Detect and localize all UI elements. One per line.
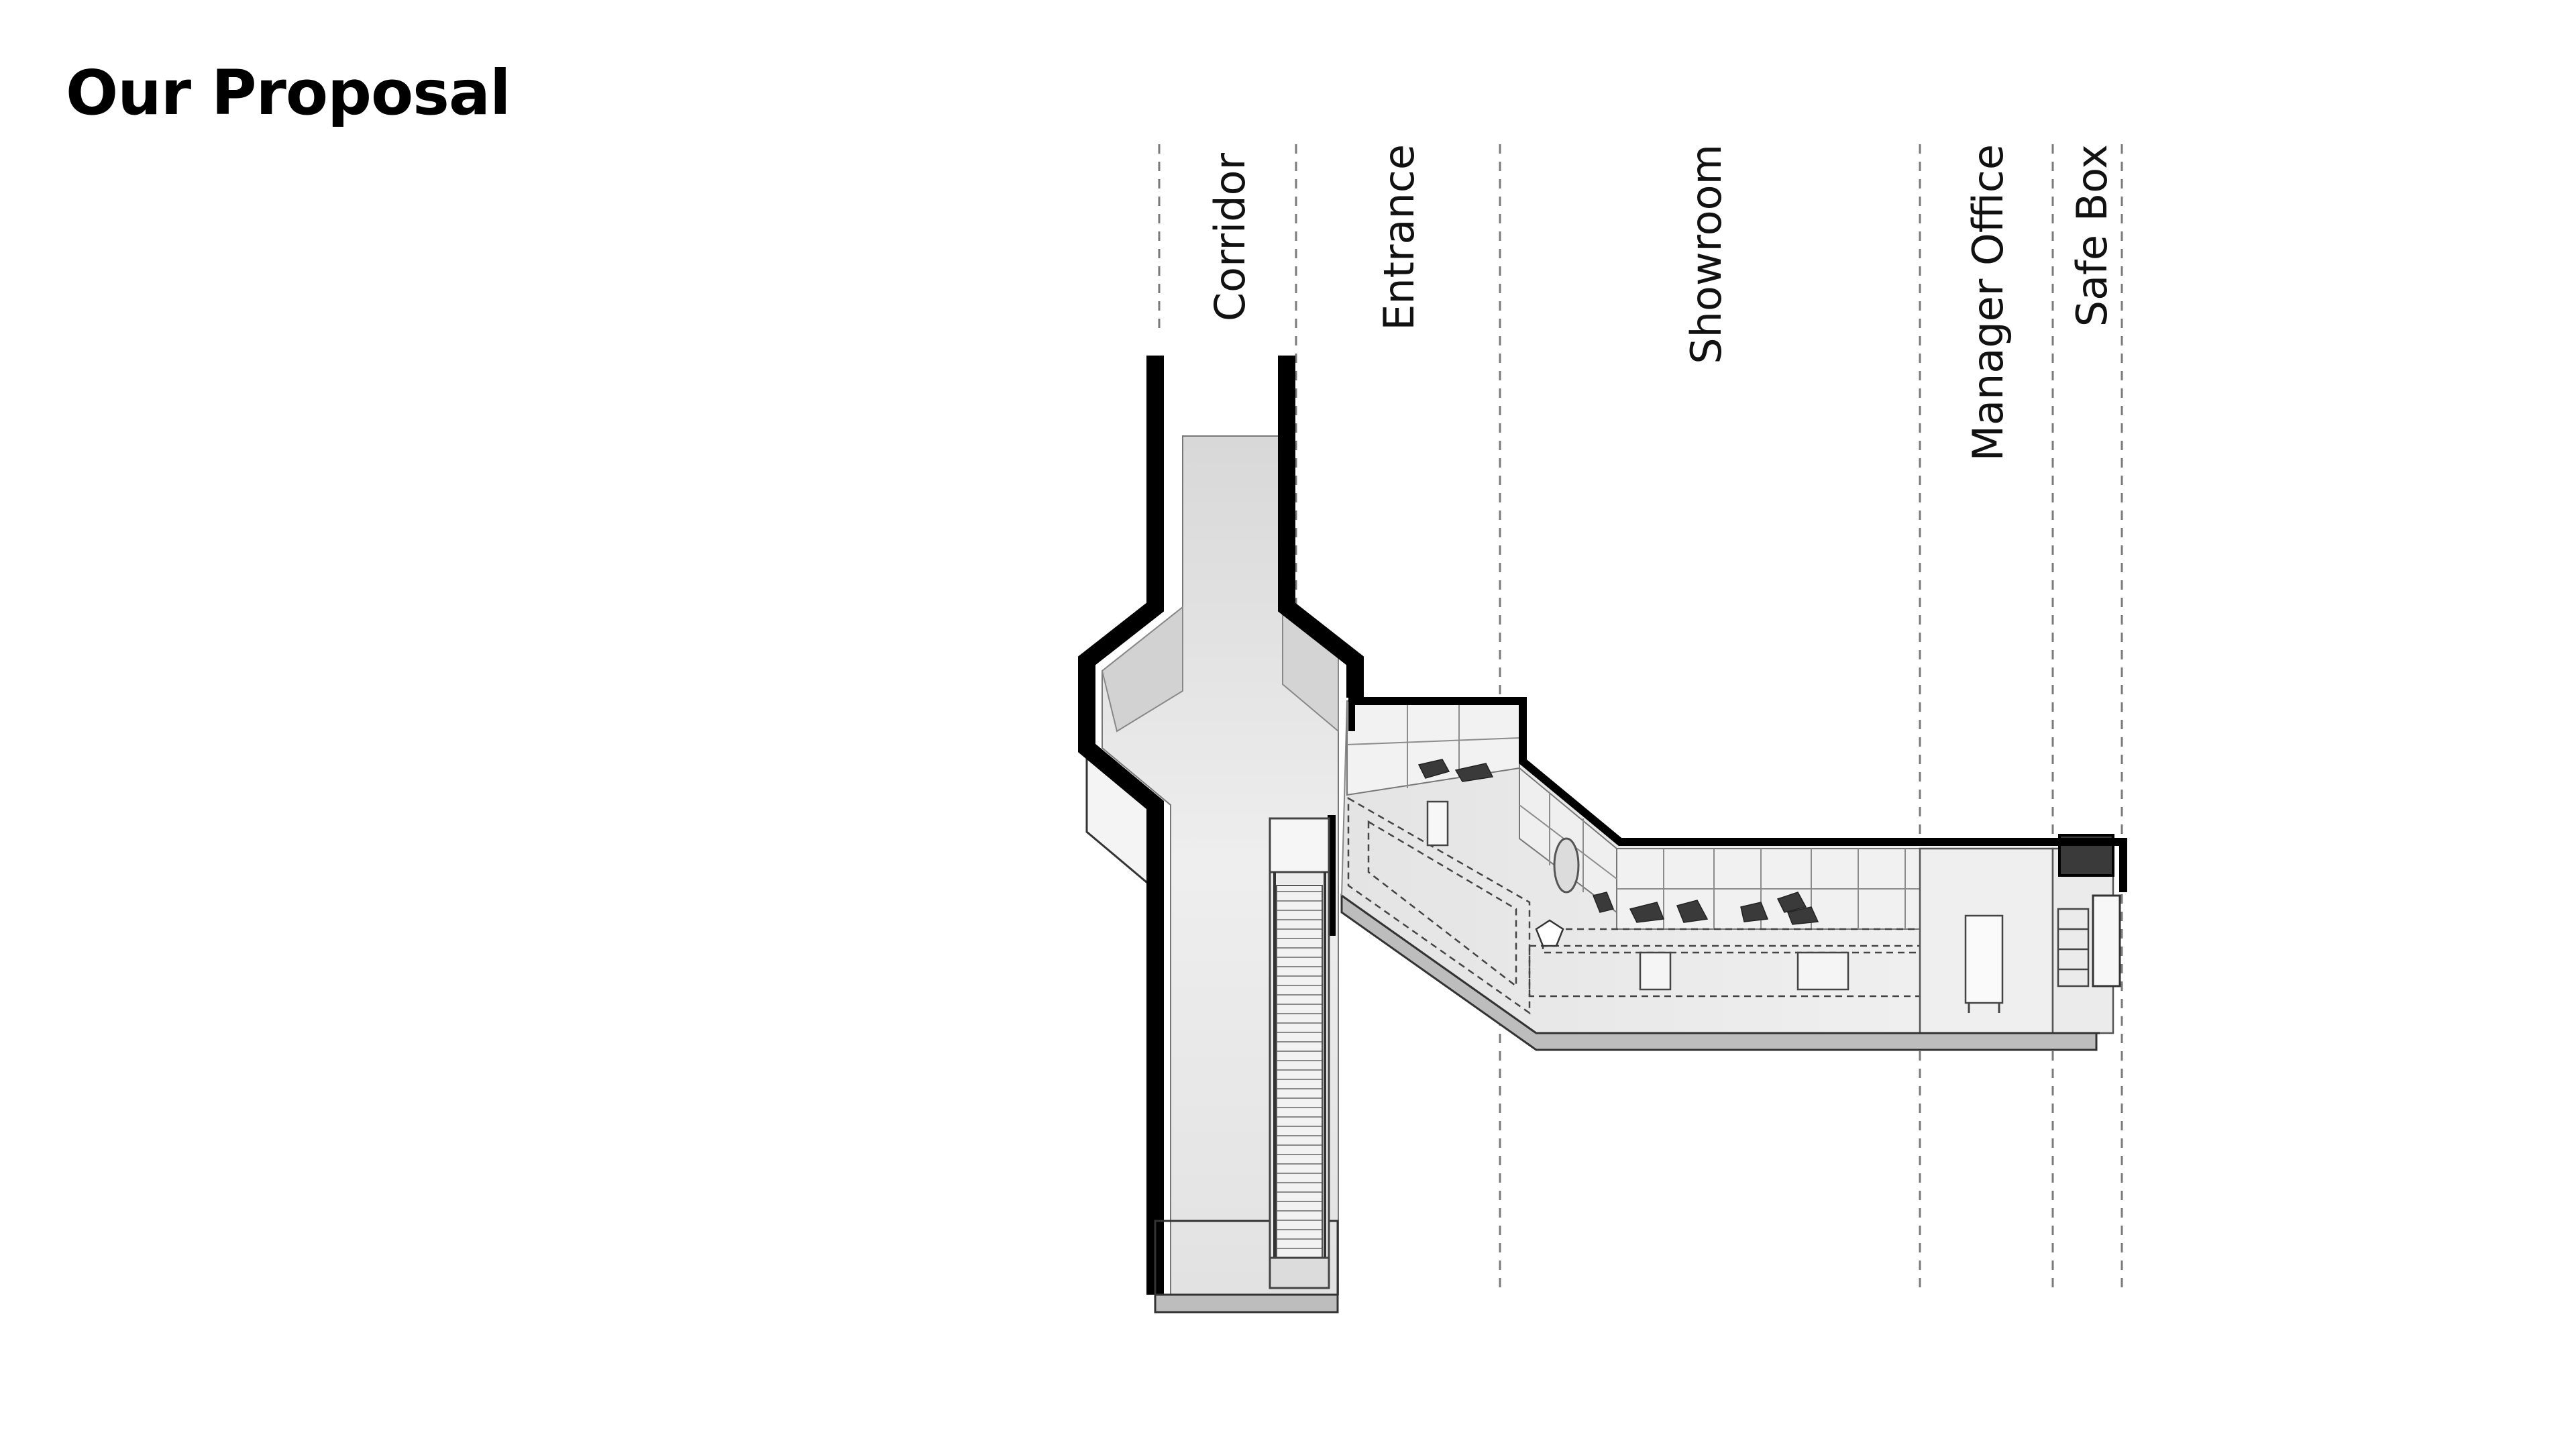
counter-outline-outer	[1347, 796, 1531, 1015]
showroom-diagonal-front-edge	[1341, 894, 1537, 1034]
manager-office-room	[1919, 847, 2054, 1034]
zone-label-safe-box: Safe Box	[2068, 144, 2116, 327]
corridor-right-wall	[1278, 356, 1364, 698]
display-item	[1786, 906, 1819, 925]
display-item	[1629, 902, 1665, 923]
showroom-wing	[1340, 697, 2127, 1051]
showroom-outer-wall	[1352, 697, 2127, 892]
display-item	[1740, 902, 1769, 922]
counter-outline-inner	[1367, 820, 1517, 988]
corridor-block	[1078, 356, 1364, 1313]
plant-fixture	[1535, 919, 1564, 947]
slide-title: Our Proposal	[66, 57, 511, 129]
corridor-slab	[1154, 1293, 1339, 1313]
safe-box-room	[2051, 834, 2121, 1034]
zone-label-manager-office: Manager Office	[1964, 144, 2012, 461]
display-table-2	[1796, 951, 1849, 991]
escalator	[1269, 817, 1330, 1289]
display-item	[1417, 759, 1450, 779]
display-item	[1776, 892, 1807, 913]
zone-label-corridor: Corridor	[1205, 152, 1254, 321]
zone-labels: Corridor Entrance Showroom Manager Offic…	[1205, 144, 2116, 461]
display-item	[1676, 900, 1709, 923]
display-cabinet-lines	[1346, 701, 2039, 929]
corridor-left-wall	[1078, 356, 1164, 1295]
escalator-steps	[1276, 885, 1323, 1258]
display-item	[1592, 892, 1615, 913]
escalator-landing	[1269, 817, 1330, 873]
display-table-1	[1639, 951, 1672, 991]
corridor-bottom-outline	[1154, 1220, 1339, 1296]
zone-label-showroom: Showroom	[1682, 144, 1731, 364]
corridor-left-alcove	[1101, 605, 1183, 733]
entrance-kiosk	[1426, 800, 1449, 847]
safe-box-outer	[2092, 894, 2121, 987]
oval-mirror	[1553, 837, 1580, 894]
display-item	[1454, 763, 1494, 782]
zone-label-entrance: Entrance	[1375, 144, 1424, 331]
display-items	[1417, 759, 1819, 925]
zone-guide-lines	[1158, 144, 2123, 1291]
manager-desk	[1964, 914, 2004, 1004]
safe-box-shelves	[2057, 908, 2090, 987]
escalator-foot	[1269, 1256, 1330, 1289]
